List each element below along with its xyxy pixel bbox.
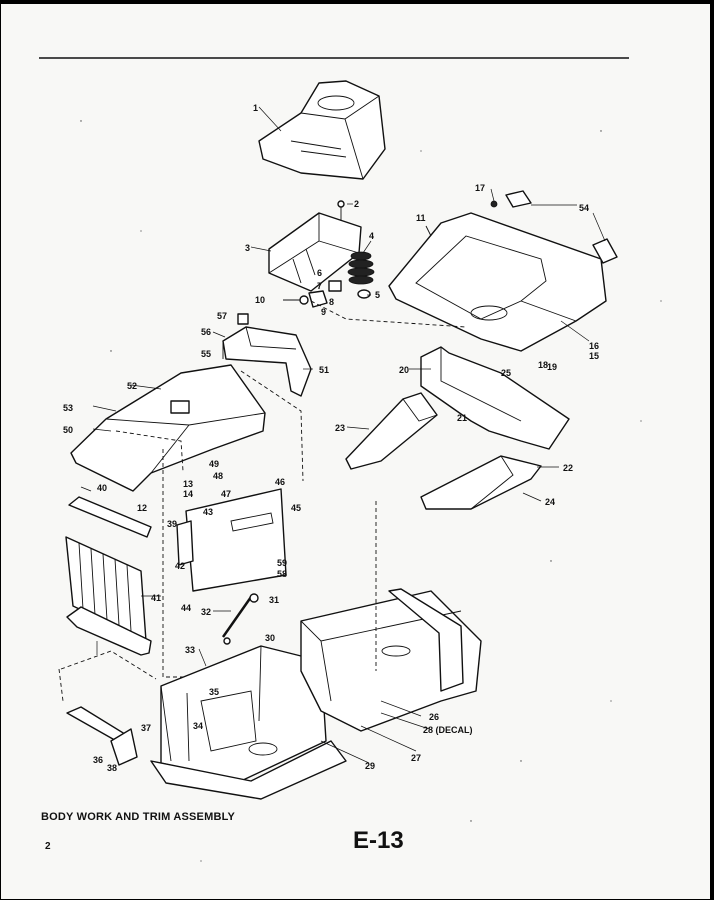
seat-part xyxy=(258,80,386,180)
callout-37: 37 xyxy=(141,723,151,733)
callout-41: 41 xyxy=(151,593,161,603)
callout-49: 49 xyxy=(209,459,219,469)
page-title: BODY WORK AND TRIM ASSEMBLY xyxy=(41,811,236,823)
pan-part xyxy=(150,740,347,800)
callout-33: 33 xyxy=(185,645,195,655)
callout-25: 25 xyxy=(501,368,511,378)
front-axle-bracket xyxy=(66,706,138,766)
callout-44: 44 xyxy=(181,603,191,613)
callout-32: 32 xyxy=(201,607,211,617)
callout-1: 1 xyxy=(253,103,258,113)
callout-29: 29 xyxy=(365,761,375,771)
callout-47: 47 xyxy=(221,489,231,499)
callout-42: 42 xyxy=(175,561,185,571)
callout-26: 26 xyxy=(429,712,439,722)
callout-21: 21 xyxy=(457,413,467,423)
callout-59: 59 xyxy=(277,558,287,568)
callout-6: 6 xyxy=(317,268,322,278)
callout-38: 38 xyxy=(107,763,117,773)
callout-9: 9 xyxy=(321,307,326,317)
callout-50: 50 xyxy=(63,425,73,435)
callout-5: 5 xyxy=(375,290,380,300)
callout-14: 14 xyxy=(183,489,193,499)
side-panel-part xyxy=(420,346,570,450)
callout-48: 48 xyxy=(213,471,223,481)
callout-19: 19 xyxy=(547,362,557,372)
callout-12: 12 xyxy=(137,503,147,513)
callout-4: 4 xyxy=(369,231,374,241)
callout-45: 45 xyxy=(291,503,301,513)
callout-13: 13 xyxy=(183,479,193,489)
running-board-right xyxy=(420,455,542,510)
callout-51: 51 xyxy=(319,365,329,375)
callout-16: 16 xyxy=(589,341,599,351)
callout-labels: 1 2 3 4 5 6 7 8 9 10 11 12 13 14 15 16 1… xyxy=(63,103,599,773)
seat-hardware xyxy=(283,200,345,308)
pad-part-lower xyxy=(592,238,618,264)
callout-53: 53 xyxy=(63,403,73,413)
callout-17: 17 xyxy=(475,183,485,193)
callout-24: 24 xyxy=(545,497,555,507)
callout-28: 28 (DECAL) xyxy=(423,725,473,735)
callout-34: 34 xyxy=(193,721,203,731)
callout-57: 57 xyxy=(217,311,227,321)
callout-7: 7 xyxy=(317,281,322,291)
section-code: E-13 xyxy=(353,827,404,854)
callout-52: 52 xyxy=(127,381,137,391)
callout-3: 3 xyxy=(245,243,250,253)
seat-spring-part xyxy=(347,251,375,299)
seat-bracket-part xyxy=(268,212,362,292)
callout-23: 23 xyxy=(335,423,345,433)
callout-36: 36 xyxy=(93,755,103,765)
callout-27: 27 xyxy=(411,753,421,763)
callout-20: 20 xyxy=(399,365,409,375)
callout-15: 15 xyxy=(589,351,599,361)
callout-40: 40 xyxy=(97,483,107,493)
callout-58: 58 xyxy=(277,569,287,579)
callout-18: 18 xyxy=(538,360,548,370)
grille-trim-top xyxy=(68,496,152,538)
callout-22: 22 xyxy=(563,463,573,473)
callout-56: 56 xyxy=(201,327,211,337)
callout-35: 35 xyxy=(209,687,219,697)
leader-lines xyxy=(92,106,590,764)
callout-43: 43 xyxy=(203,507,213,517)
fender-deck-part xyxy=(388,212,607,352)
callout-11: 11 xyxy=(416,213,426,223)
pad-part-upper xyxy=(505,190,532,208)
hood-part xyxy=(70,364,266,492)
callout-2: 2 xyxy=(354,199,359,209)
callout-31: 31 xyxy=(269,595,279,605)
grille-trim-bottom xyxy=(66,606,152,656)
callout-10: 10 xyxy=(255,295,265,305)
running-board-left xyxy=(345,392,438,470)
callout-55: 55 xyxy=(201,349,211,359)
callout-8: 8 xyxy=(329,297,334,307)
main-frame-part xyxy=(300,588,482,732)
callout-30: 30 xyxy=(265,633,275,643)
support-rod xyxy=(221,596,253,638)
page-number: 2 xyxy=(45,841,51,852)
callout-46: 46 xyxy=(275,477,285,487)
hood-side-panel xyxy=(176,488,287,592)
callout-54: 54 xyxy=(579,203,589,213)
nut-17-top xyxy=(490,200,498,208)
callout-39: 39 xyxy=(167,519,177,529)
scan-speckle xyxy=(80,120,662,862)
dash-console-part xyxy=(222,313,312,397)
